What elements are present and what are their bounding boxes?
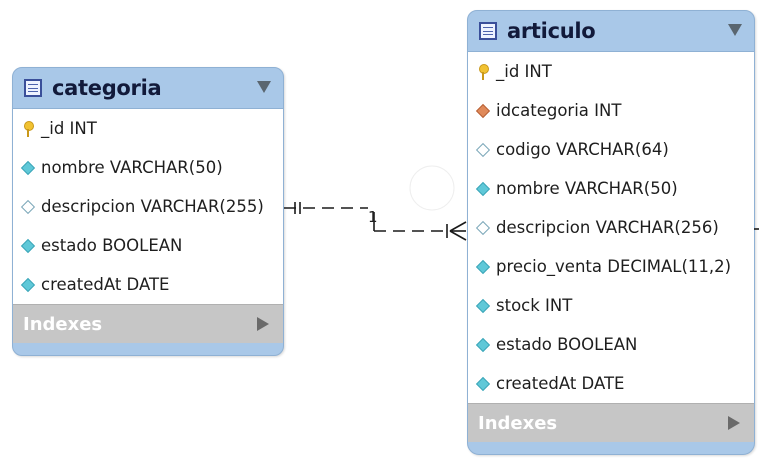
collapse-arrow-icon[interactable] xyxy=(728,24,742,36)
indexes-section[interactable]: Indexes xyxy=(468,403,754,442)
column-row[interactable]: createdAt DATE xyxy=(13,265,283,304)
column-row[interactable]: codigo VARCHAR(64) xyxy=(468,130,754,169)
primary-key-icon xyxy=(21,120,35,137)
column-label: estado BOOLEAN xyxy=(496,335,638,354)
table-title: categoria xyxy=(52,76,162,100)
expand-arrow-icon[interactable] xyxy=(257,317,269,331)
column-list: _id INT nombre VARCHAR(50) descripcion V… xyxy=(13,108,283,304)
column-row[interactable]: _id INT xyxy=(13,109,283,148)
column-label: createdAt DATE xyxy=(496,374,625,393)
table-title: articulo xyxy=(507,19,596,43)
column-label: precio_venta DECIMAL(11,2) xyxy=(496,257,732,276)
column-label: descripcion VARCHAR(256) xyxy=(496,218,719,237)
cardinality-label: 1 xyxy=(368,208,378,226)
column-label: descripcion VARCHAR(255) xyxy=(41,197,264,216)
crows-foot-prong xyxy=(449,230,467,241)
crows-foot-prong xyxy=(449,221,467,232)
column-label: _id INT xyxy=(496,62,552,81)
background-circle xyxy=(409,165,455,211)
column-row[interactable]: descripcion VARCHAR(255) xyxy=(13,187,283,226)
column-list: _id INT idcategoria INT codigo VARCHAR(6… xyxy=(468,51,754,403)
column-label: createdAt DATE xyxy=(41,275,170,294)
column-row[interactable]: stock INT xyxy=(468,286,754,325)
collapse-arrow-icon[interactable] xyxy=(257,81,271,93)
table-header[interactable]: categoria xyxy=(13,68,283,108)
table-articulo[interactable]: articulo _id INT idcategoria INT codigo … xyxy=(467,10,755,455)
column-row[interactable]: createdAt DATE xyxy=(468,364,754,403)
column-label: idcategoria INT xyxy=(496,101,622,120)
column-row[interactable]: nombre VARCHAR(50) xyxy=(13,148,283,187)
table-icon xyxy=(479,22,497,40)
column-label: _id INT xyxy=(41,119,97,138)
column-row[interactable]: _id INT xyxy=(468,52,754,91)
table-header[interactable]: articulo xyxy=(468,11,754,51)
column-label: nombre VARCHAR(50) xyxy=(41,158,223,177)
column-label: nombre VARCHAR(50) xyxy=(496,179,678,198)
column-label: estado BOOLEAN xyxy=(41,236,183,255)
column-row[interactable]: estado BOOLEAN xyxy=(468,325,754,364)
table-categoria[interactable]: categoria _id INT nombre VARCHAR(50) des… xyxy=(12,67,284,356)
table-icon xyxy=(24,79,42,97)
column-row[interactable]: nombre VARCHAR(50) xyxy=(468,169,754,208)
indexes-section[interactable]: Indexes xyxy=(13,304,283,343)
indexes-label: Indexes xyxy=(23,313,103,335)
column-label: stock INT xyxy=(496,296,573,315)
column-row[interactable]: descripcion VARCHAR(256) xyxy=(468,208,754,247)
column-label: codigo VARCHAR(64) xyxy=(496,140,669,159)
expand-arrow-icon[interactable] xyxy=(728,416,740,430)
column-row[interactable]: idcategoria INT xyxy=(468,91,754,130)
column-row[interactable]: estado BOOLEAN xyxy=(13,226,283,265)
indexes-label: Indexes xyxy=(478,412,558,434)
column-row[interactable]: precio_venta DECIMAL(11,2) xyxy=(468,247,754,286)
primary-key-icon xyxy=(476,63,490,80)
